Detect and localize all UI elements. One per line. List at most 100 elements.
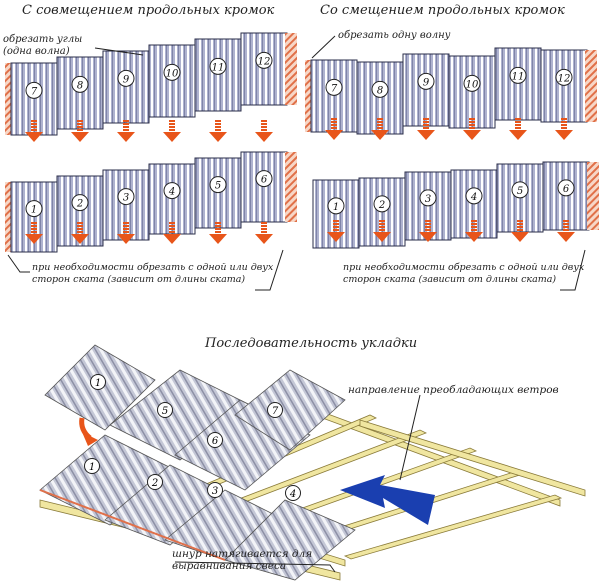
sheet-number-badge [147,474,163,490]
arrow-dash [377,124,383,126]
roof-sheet [240,32,288,106]
down-arrow-icon [163,234,181,244]
sheet-number-badge [163,182,181,200]
sheet-number: 5 [215,181,221,192]
arrow-dash [123,228,129,230]
sheet-number: 9 [123,74,130,85]
arrow-dash [31,120,37,122]
arrow-dash [31,222,37,224]
arrow-dash [77,225,83,227]
arrow-dash [123,126,129,128]
arrow-dash [377,121,383,123]
arrow-dash [471,220,477,222]
arrow-dash [261,126,267,128]
arrow-dash [261,228,267,230]
down-arrow-icon [25,132,43,142]
arrow-dash [563,220,569,222]
arrow-dash [77,129,83,131]
arrow-dash [331,127,337,129]
arrow-dash [471,229,477,231]
sheet-number: 1 [89,462,95,473]
arrow-dash [169,222,175,224]
sheet-number-badge [90,374,106,390]
sheet-number-badge [71,75,89,93]
arrow-dash [169,228,175,230]
arrow-dash [379,229,385,231]
roof-sheet [494,47,542,121]
arrow-dash [77,222,83,224]
sheet-number-badge [285,485,301,501]
arrow-dash [517,226,523,228]
arrow-dash [123,225,129,227]
left-bottom-note: при необходимости обрезать с одной или д… [32,262,273,286]
sheet-number: 1 [31,205,37,216]
right-panel-title: Со смещением продольных кромок [320,3,565,18]
cut-strip [285,33,297,105]
down-arrow-icon [255,132,273,142]
arrow-dash [77,228,83,230]
sheet-number-badge [25,81,43,99]
sheet-number-badge [327,197,345,215]
left-top-note: обрезать углы(одна волна) [3,34,82,58]
arrow-head-icon [82,432,98,446]
sheet-number-badge [71,194,89,212]
leader-line [311,35,336,59]
sheet-number-badge [255,51,273,69]
arrow-dash [425,223,431,225]
sheet-number-badge [325,78,343,96]
sheet-number-badge [163,63,181,81]
arrow-dash [517,220,523,222]
roof-sheet [402,53,450,127]
arrow-dash [333,220,339,222]
sheet-number: 10 [466,79,479,90]
leader-line [560,249,586,291]
down-arrow-icon [25,234,43,244]
note-line: (одна волна) [3,46,70,57]
arrow-dash [469,118,475,120]
arrow-dash [423,118,429,120]
arrow-dash [515,118,521,120]
arrow-dash [423,127,429,129]
arrow-dash [423,121,429,123]
corrugated-sheet [224,499,356,581]
arrow-dash [515,124,521,126]
arrow-dash [169,120,175,122]
arrow-dash [215,225,221,227]
arrow-dash [215,123,221,125]
down-arrow-icon [417,130,435,140]
arrow-dash [333,229,339,231]
arrow-dash [169,129,175,131]
sheet-number: 12 [258,56,271,67]
right-bottom-note: при необходимости обрезать с одной или д… [343,262,584,286]
arrow-dash [31,123,37,125]
down-arrow-icon [255,234,273,244]
arrow-dash [333,226,339,228]
note-line: сторон ската (зависит от длины ската) [343,274,557,285]
arrow-dash [379,226,385,228]
corrugated-sheet [234,369,346,451]
sheet-number-badge [157,402,173,418]
arrow-dash [169,123,175,125]
arrow-dash [561,118,567,120]
sheet-number: 12 [558,73,571,84]
down-arrow-icon [557,232,575,242]
roof-sheet [148,44,196,118]
sheet-number: 11 [212,62,225,73]
cord-line [39,489,226,561]
sheet-number: 6 [563,184,570,195]
sheet-number-badge [209,176,227,194]
arrow-dash [563,226,569,228]
leader-line [399,394,421,481]
down-arrow-icon [555,130,573,140]
cut-strip [5,63,13,135]
cut-strip [285,152,297,222]
arrow-dash [123,120,129,122]
cut-strip [585,50,597,122]
sheet-number: 1 [333,202,339,213]
sheet-number: 4 [470,192,477,203]
sheet-number-badge [84,458,100,474]
note-line: выравнивания свеса [172,560,287,572]
left-panel-title: С совмещением продольных кромок [22,3,275,18]
arrow-dash [333,223,339,225]
arrow-dash [517,223,523,225]
